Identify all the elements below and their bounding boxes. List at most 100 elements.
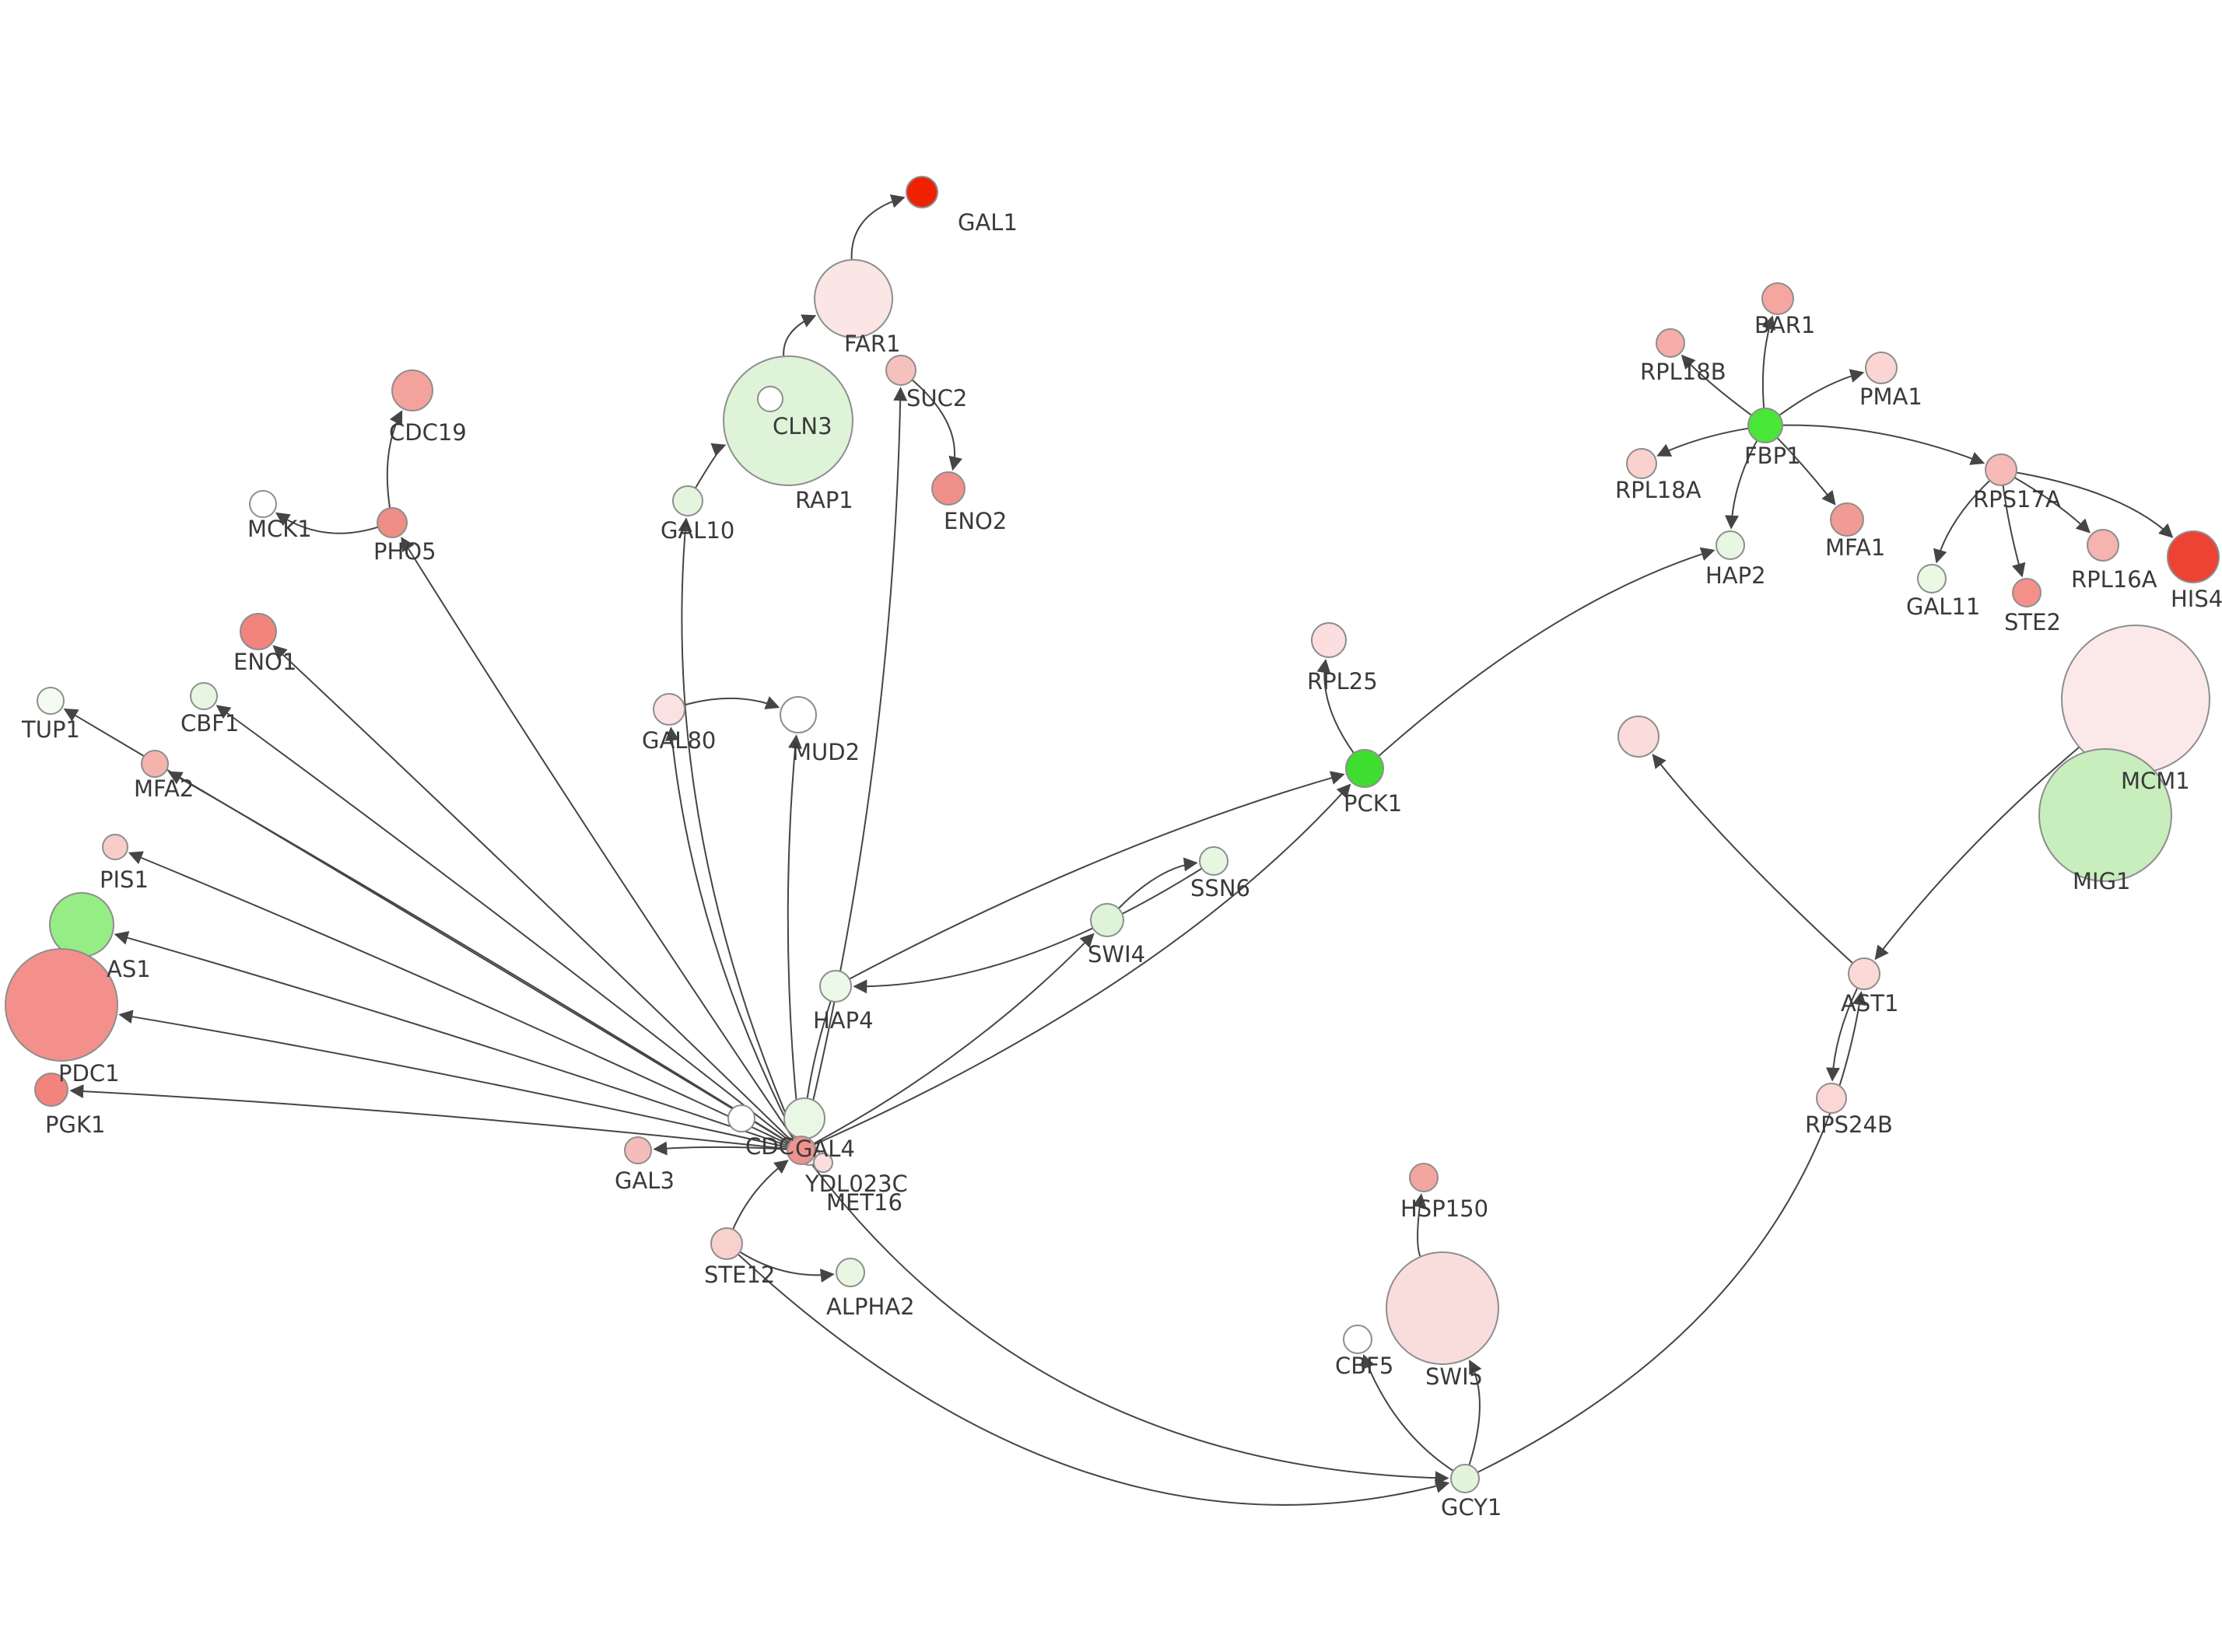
node-GAL1[interactable] [906,176,938,208]
edge-CLN3-FAR1[interactable] [783,314,817,357]
node-PIS1[interactable] [102,834,128,860]
edge-GAL4-AS1[interactable] [114,931,789,1147]
edge-PCK1-HAP2[interactable] [1378,547,1716,757]
edge-SWI5-HSP150[interactable] [1412,1193,1427,1258]
node-CDC[interactable] [727,1104,755,1132]
node-MIG1[interactable] [2038,748,2172,882]
node-MET16[interactable] [813,1153,833,1173]
edge-PCK1-RPL25[interactable] [1316,659,1355,754]
edge-FBP1-RPL18A[interactable] [1656,427,1749,457]
edge-RPS17A-GAL11[interactable] [1933,480,1991,564]
node-CLN3[interactable] [723,355,853,486]
edge-RPS17A-HIS4[interactable] [2016,471,2174,538]
edge-GAL4-ENO1[interactable] [272,645,792,1142]
edge-STE12-GAL4[interactable] [732,1160,789,1230]
edge-AST1-unlabeled3[interactable] [1652,754,1853,964]
node-SUC2[interactable] [885,355,916,386]
node-GAL4[interactable] [787,1136,816,1165]
node-RPS24B[interactable] [1816,1083,1847,1114]
node-STE12[interactable] [710,1227,743,1260]
node-GCY1[interactable] [1450,1464,1480,1493]
edge-FBP1-RPL18B[interactable] [1681,354,1752,416]
edge-GAL10-CLN3[interactable] [694,443,727,489]
edge-GAL4-SWI4[interactable] [813,933,1095,1145]
node-SWI5[interactable] [1386,1251,1499,1365]
edge-GAL4-SUC2[interactable] [804,387,908,1137]
node-STE2[interactable] [2012,578,2042,607]
node-MUD2[interactable] [780,696,817,733]
node-MFA1[interactable] [1830,502,1864,537]
node-ALPHA2[interactable] [836,1258,865,1287]
edge-SUC2-ENO2[interactable] [911,379,962,471]
edge-STE12-GCY1[interactable] [738,1253,1450,1506]
edge-GAL4-CBF1[interactable] [216,705,791,1143]
edge-FBP1-PMA1[interactable] [1779,369,1865,416]
edge-GAL4-TUP1[interactable] [63,708,790,1144]
edge-GAL4-PCK1[interactable] [813,783,1351,1146]
node-RPL16A[interactable] [2087,529,2119,562]
node-GAL11[interactable] [1917,564,1947,593]
node-GAL80[interactable] [653,693,685,726]
node-RPS17A[interactable] [1985,453,2017,486]
edge-HAP4-PCK1[interactable] [849,771,1345,980]
edge-FBP1-HAP2[interactable] [1724,439,1758,530]
edge-RPS17A-STE2[interactable] [2002,485,2026,578]
node-unlabeled3[interactable] [1617,716,1659,758]
edge-GCY1-SWI5[interactable] [1468,1360,1482,1466]
edge-RPS17A-RPL16A[interactable] [2013,477,2091,534]
edge-GAL4-GAL3[interactable] [653,1141,788,1156]
node-PDC1[interactable] [5,948,118,1062]
edge-GCY1-CBF5[interactable] [1362,1353,1454,1472]
node-HSP150[interactable] [1409,1163,1439,1192]
node-PGK1[interactable] [34,1073,68,1107]
edge-SSN6-HAP4[interactable] [853,867,1203,994]
edge-GAL4-PIS1[interactable] [128,851,790,1146]
edge-FBP1-RPS17A[interactable] [1782,424,1985,465]
edge-FBP1-MFA1[interactable] [1776,437,1836,506]
node-AST1[interactable] [1848,957,1880,990]
node-RPL18A[interactable] [1626,448,1657,479]
node-HIS4[interactable] [2167,530,2220,583]
node-SWI4[interactable] [1090,903,1124,937]
edge-SWI4-SSN6[interactable] [1117,857,1198,909]
node-ENO1[interactable] [240,613,277,650]
edge-GAL4-PDC1[interactable] [118,1010,788,1149]
node-PCK1[interactable] [1345,749,1384,788]
node-PHO5[interactable] [377,507,408,538]
edge-PHO5-CDC19[interactable] [386,410,403,509]
node-GAL10[interactable] [672,485,703,516]
edge-GAL4-GCY1[interactable] [809,1160,1449,1486]
node-TUP1[interactable] [37,687,65,715]
node-CDC19[interactable] [391,369,433,411]
edge-FBP1-BAR1[interactable] [1761,315,1775,409]
edge-GAL4-PHO5[interactable] [401,537,794,1139]
node-FAR1[interactable] [814,259,893,338]
node-HAP4[interactable] [819,970,852,1003]
edge-GAL4-GAL10[interactable] [678,517,797,1138]
node-AS1[interactable] [49,892,114,957]
edge-MCM1-AST1[interactable] [1874,746,2080,961]
edge-STE12-ALPHA2[interactable] [739,1251,835,1283]
node-RPL25[interactable] [1311,622,1347,658]
edge-GAL80-MUD2[interactable] [683,696,780,709]
edge-GCY1-AST1[interactable] [1477,991,1866,1473]
node-GAL3[interactable] [624,1136,652,1164]
node-unlabeled1[interactable] [757,386,783,412]
node-MCK1[interactable] [249,490,277,518]
node-BAR1[interactable] [1761,282,1794,315]
edge-GAL4-MUD2[interactable] [787,734,802,1137]
node-ENO2[interactable] [931,471,966,506]
node-HAP2[interactable] [1716,530,1745,560]
node-SSN6[interactable] [1199,846,1228,876]
node-MFA2[interactable] [141,750,169,778]
edge-PHO5-MCK1[interactable] [275,512,379,534]
edge-FAR1-GAL1[interactable] [850,194,906,261]
node-PMA1[interactable] [1865,352,1898,384]
edge-GAL4-PGK1[interactable] [69,1084,788,1150]
node-FBP1[interactable] [1747,408,1783,443]
node-RPL18B[interactable] [1656,328,1685,358]
node-CBF1[interactable] [190,682,218,710]
edge-GAL4-GAL80[interactable] [664,726,796,1139]
node-CBF5[interactable] [1343,1325,1372,1354]
